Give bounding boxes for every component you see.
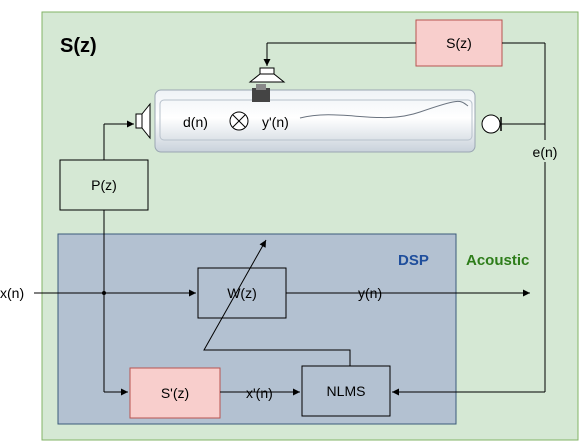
summing-junction-icon [229, 111, 249, 131]
speaker-icon [248, 67, 286, 83]
region-title: S(z) [60, 35, 97, 57]
duct-photo [154, 84, 476, 153]
input-signal-label: x(n) [0, 285, 24, 301]
primary-path-label: P(z) [91, 177, 117, 193]
desired-signal-label: d(n) [183, 114, 208, 130]
anti-noise-label: y'(n) [262, 114, 289, 130]
secondary-path-block [415, 19, 503, 67]
acoustic-label: Acoustic [466, 252, 529, 269]
primary-path-block [59, 159, 149, 211]
wire-adapt [203, 239, 351, 366]
secondary-path-label: S(z) [446, 35, 472, 51]
error-signal-label: e(n) [533, 144, 558, 160]
filtered-ref-label: x'(n) [246, 385, 273, 401]
secondary-estimate-block [129, 367, 221, 419]
nlms-block [301, 365, 391, 417]
secondary-estimate-label: S'(z) [161, 385, 189, 401]
nlms-label: NLMS [327, 383, 366, 399]
error-label-bg [526, 140, 564, 162]
speaker-icon [135, 102, 151, 140]
adaptive-filter-label: W(z) [227, 285, 257, 301]
output-signal-label: y(n) [358, 285, 382, 301]
dsp-label: DSP [398, 252, 429, 269]
microphone-icon [481, 114, 502, 134]
